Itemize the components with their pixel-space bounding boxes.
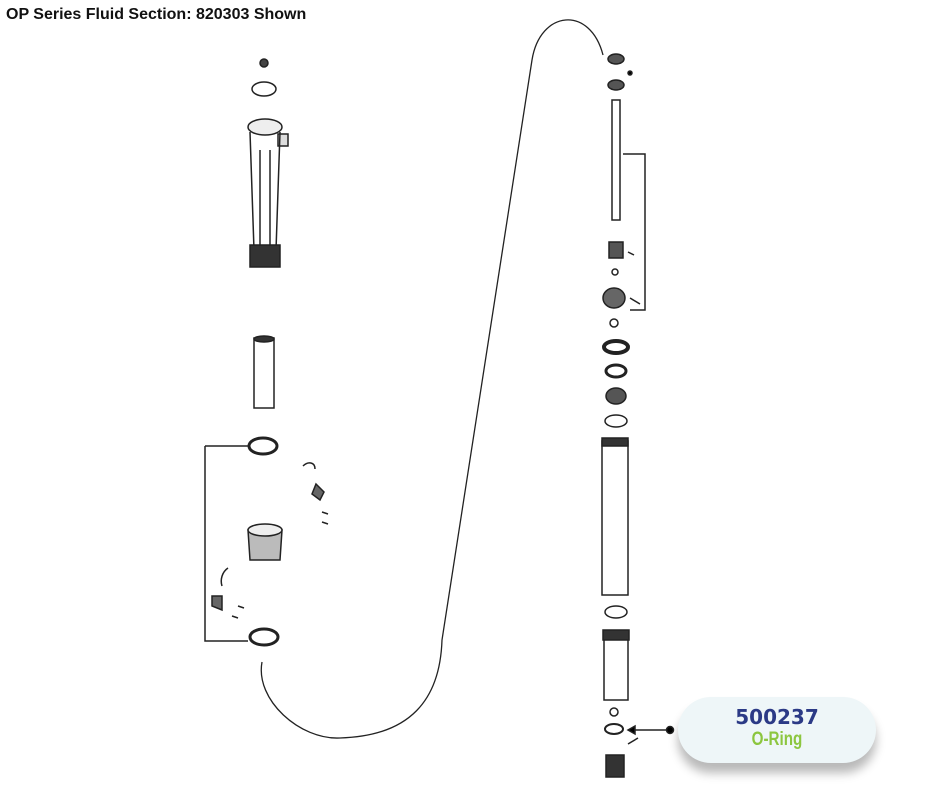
left-assembly [204,58,329,647]
part-name: O-Ring [751,729,803,750]
right-assembly [601,53,675,778]
part-number: 500237 [735,705,819,729]
diagram-title: OP Series Fluid Section: 820303 Shown [6,6,307,23]
connector-curve [260,19,604,739]
part-callout[interactable]: 500237 O-Ring [678,697,876,763]
